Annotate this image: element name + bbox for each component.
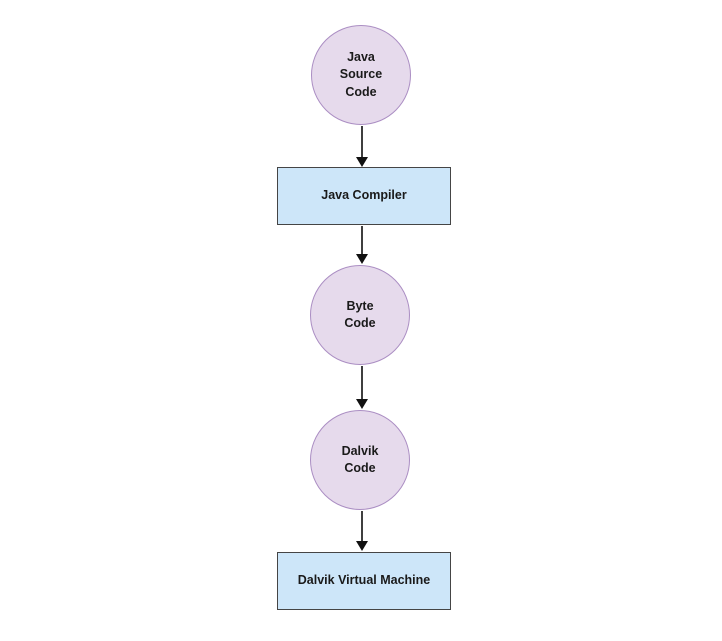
node-dalvik-virtual-machine[interactable]: Dalvik Virtual Machine: [277, 552, 451, 610]
arrow-byte-code-to-dalvik-code: [354, 366, 370, 409]
node-label-line: Dalvik Virtual Machine: [297, 573, 431, 588]
arrow-down-icon: [356, 254, 368, 264]
node-label-line: Code: [344, 461, 376, 475]
arrow-down-icon: [356, 541, 368, 551]
node-byte-code[interactable]: Byte Code: [310, 265, 410, 365]
node-label: Java Compiler: [321, 187, 406, 205]
node-label: Byte Code: [344, 298, 375, 333]
node-java-compiler[interactable]: Java Compiler: [277, 167, 451, 225]
node-java-source-code[interactable]: Java Source Code: [311, 25, 411, 125]
node-label: Java Source Code: [340, 49, 382, 102]
node-label-line: Dalvik: [341, 443, 379, 458]
arrow-down-icon: [356, 399, 368, 409]
node-label-line: Code: [344, 316, 376, 330]
arrow-line: [361, 226, 363, 257]
arrow-dalvik-code-to-dvm: [354, 511, 370, 551]
arrow-line: [361, 511, 363, 544]
node-dalvik-code[interactable]: Dalvik Code: [310, 410, 410, 510]
node-label-line: Code: [345, 84, 377, 99]
arrow-line: [361, 366, 363, 402]
arrow-down-icon: [356, 157, 368, 167]
node-label: Dalvik Code: [342, 443, 379, 478]
node-label-line: Java Compiler: [321, 188, 407, 203]
node-label-line: Source: [339, 67, 383, 82]
arrow-line: [361, 126, 363, 160]
arrow-java-source-to-compiler: [354, 126, 370, 167]
arrow-compiler-to-byte-code: [354, 226, 370, 264]
node-label: Dalvik Virtual Machine: [298, 572, 430, 590]
node-label-line: Byte: [346, 298, 374, 313]
node-label-line: Java: [347, 49, 375, 64]
